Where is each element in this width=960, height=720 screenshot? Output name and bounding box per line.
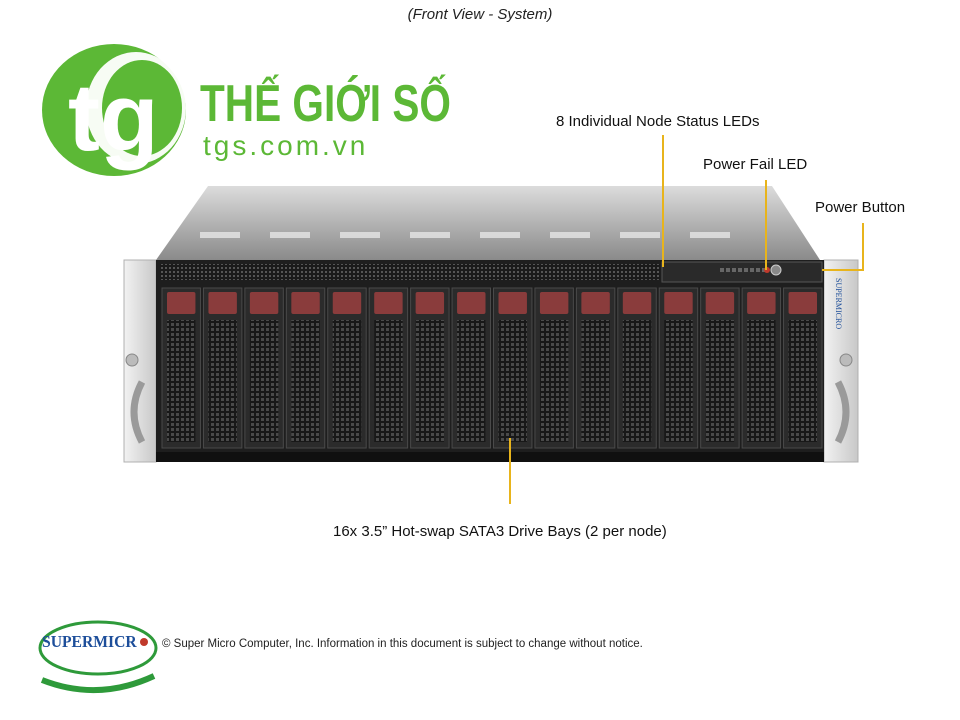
drive-bay [161, 287, 201, 449]
drive-bay [202, 287, 243, 449]
label-status-leds: 8 Individual Node Status LEDs [556, 113, 760, 130]
label-power-button: Power Button [815, 199, 906, 216]
drive-bay [700, 287, 740, 449]
drive-bay-latch [415, 292, 445, 314]
drive-bay-latch [498, 292, 527, 314]
drive-bay [244, 287, 284, 449]
drive-bay [451, 287, 491, 449]
callout-line-power-fail [765, 180, 767, 270]
drive-bay [658, 287, 699, 449]
drive-bay-latch [249, 292, 279, 314]
tgs-logo-letters: tg [68, 64, 159, 171]
drive-bay-latch [332, 292, 362, 314]
drive-bay [575, 287, 616, 449]
callout-line-status-leds [662, 135, 664, 267]
drive-bay [410, 287, 450, 449]
chassis-side-label: SUPERMICRO [834, 278, 843, 329]
drive-bay-latch [208, 292, 237, 314]
drive-bay-latch [747, 292, 776, 314]
supermicro-logo-text: SUPERMICR [42, 632, 137, 651]
drive-bay-group [161, 287, 823, 449]
drive-bay-latch [581, 292, 610, 314]
drive-bay-latch [457, 292, 486, 314]
drive-bay [327, 287, 367, 449]
supermicro-logo-icon [38, 620, 158, 694]
figure-caption: (Front View - System) [407, 6, 553, 23]
drive-bay [368, 287, 409, 449]
callout-line-power-button-h [822, 269, 864, 271]
drive-bay [783, 287, 823, 449]
drive-bay-latch [664, 292, 693, 314]
drive-bay-latch [705, 292, 735, 314]
drive-bay-latch [788, 292, 817, 314]
drive-bay-latch [539, 292, 569, 314]
drive-bay-latch [374, 292, 403, 314]
tgs-brand-name: THẾ GIỚI SỐ [200, 75, 451, 133]
label-power-fail-led: Power Fail LED [703, 156, 808, 173]
drive-bay-latch [622, 292, 652, 314]
copyright-notice: © Super Micro Computer, Inc. Information… [162, 638, 643, 650]
power-button-icon [770, 264, 782, 276]
drive-bay-latch [291, 292, 320, 314]
tgs-domain: tgs.com.vn [203, 130, 369, 161]
drive-bay [534, 287, 574, 449]
drive-bay [285, 287, 326, 449]
drive-bay [741, 287, 782, 449]
callout-line-drive-bays [509, 438, 511, 504]
callout-line-power-button-v [862, 223, 864, 271]
drive-bay [493, 287, 533, 449]
drive-bay-latch [167, 292, 196, 314]
label-drive-bays: 16x 3.5” Hot-swap SATA3 Drive Bays (2 pe… [333, 523, 667, 540]
tgs-logo-icon: tg [42, 44, 186, 176]
server-chassis: SUPERMICRO [123, 186, 859, 463]
drive-bay [617, 287, 657, 449]
